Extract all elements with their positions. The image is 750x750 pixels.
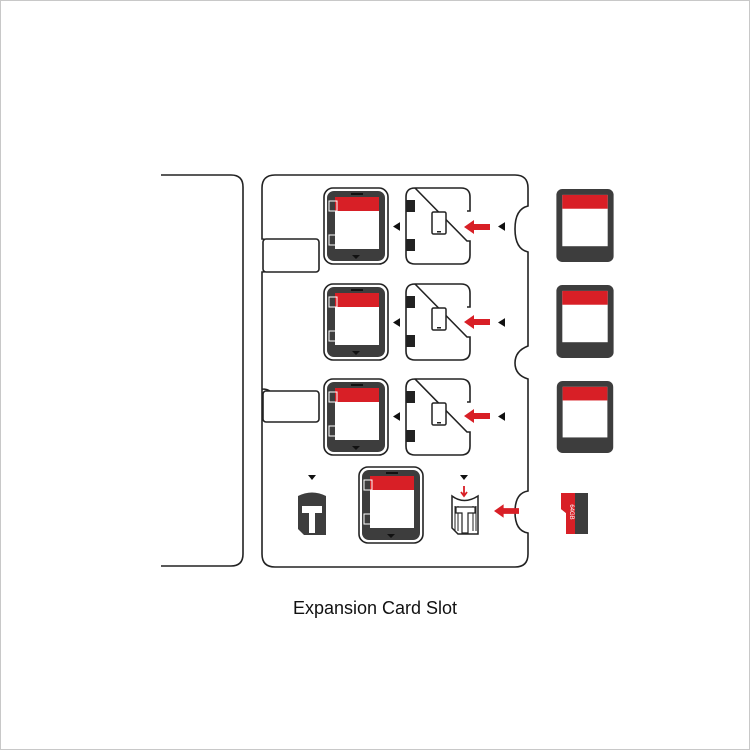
slot-row-micro: 64GB [298,466,588,544]
sd-holder-frame-icon [323,187,389,265]
micro-sd-adapter-filled-icon [298,492,326,535]
micro-sd-card-icon: 64GB [561,493,588,534]
micro-sd-capacity-label: 64GB [568,504,574,519]
case-left-flap [161,174,244,567]
sd-card-icon [556,381,614,453]
diagram-caption: Expansion Card Slot [292,598,458,618]
sd-holder-frame-icon [323,378,389,456]
direction-triangle-icon [460,475,468,480]
sd-card-icon [556,189,614,262]
hinge-tab-bottom [262,390,320,423]
slot-row-3 [323,378,614,456]
sd-holder-frame-icon [358,466,424,544]
sd-holder-frame-icon [323,283,389,361]
direction-triangle-icon [308,475,316,480]
hinge-tab-top [262,238,320,273]
sd-card-icon [556,285,614,358]
slot-row-1 [323,187,614,265]
slot-row-2 [323,283,614,361]
micro-sd-adapter-empty-icon [451,486,479,535]
